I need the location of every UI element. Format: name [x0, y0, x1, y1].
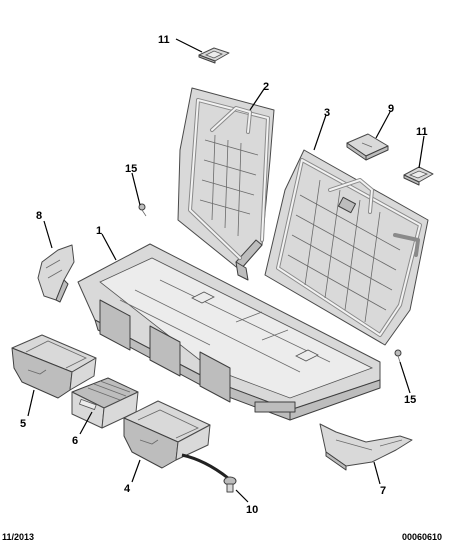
callout-7: 7 — [380, 485, 386, 497]
part-10-fastener[interactable] — [181, 453, 237, 493]
part-9-cover[interactable] — [346, 133, 389, 161]
footer-reference: 00060610 — [402, 532, 442, 542]
callout-6: 6 — [72, 435, 78, 447]
part-5-storage-bin[interactable] — [11, 334, 97, 399]
callout-11-top: 11 — [158, 34, 170, 46]
footer-date: 11/2013 — [2, 532, 34, 542]
callout-4: 4 — [124, 483, 131, 495]
callout-10: 10 — [246, 504, 258, 516]
callout-3: 3 — [324, 107, 330, 119]
callout-8: 8 — [36, 210, 42, 222]
part-7-right-trim[interactable] — [319, 423, 413, 471]
part-1-seat-base[interactable] — [77, 243, 381, 421]
callout-9: 9 — [388, 103, 394, 115]
part-8-left-trim[interactable] — [37, 244, 75, 303]
callouts: 11 2 3 9 11 15 8 1 15 5 6 4 7 10 — [20, 34, 428, 516]
part-4-storage-bin[interactable] — [123, 400, 211, 469]
part-3-right-seatback[interactable] — [264, 149, 429, 346]
part-6-cup-holder[interactable] — [71, 377, 139, 429]
callout-1: 1 — [96, 225, 102, 237]
part-11-top-clip[interactable] — [198, 47, 230, 64]
callout-15-left: 15 — [125, 163, 137, 175]
callout-15-right: 15 — [404, 394, 416, 406]
part-11-right-clip[interactable] — [403, 166, 434, 186]
callout-11-right: 11 — [416, 126, 428, 138]
leader-lines — [27, 38, 425, 503]
part-15-right-screw[interactable] — [394, 349, 402, 363]
part-15-left-screw[interactable] — [138, 203, 147, 217]
part-2-left-seatback[interactable] — [177, 87, 275, 281]
callout-2: 2 — [263, 81, 269, 93]
callout-5: 5 — [20, 418, 26, 430]
